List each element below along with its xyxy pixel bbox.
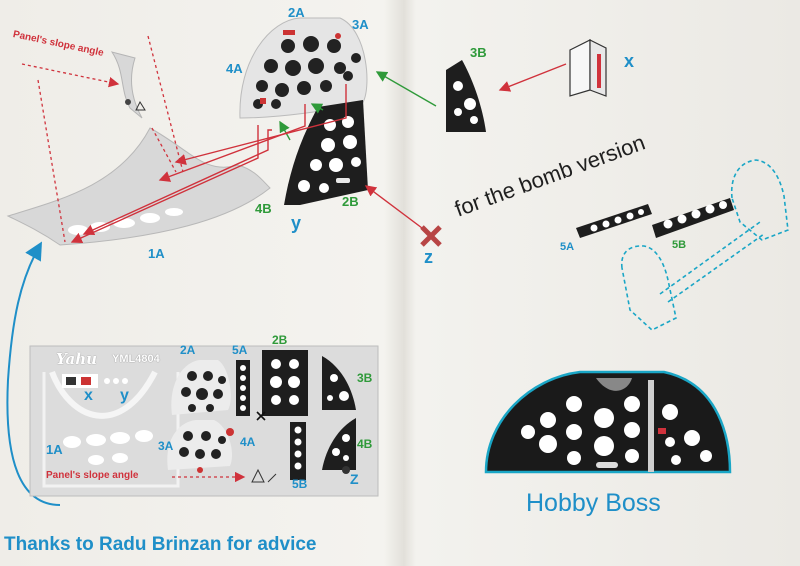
- fret-label-4a: 4A: [240, 435, 256, 449]
- label-2b: 2B: [342, 194, 359, 209]
- fret-slope-label: Panel's slope angle: [46, 470, 139, 481]
- fret-label-y: y: [120, 387, 129, 404]
- part-3b: [446, 60, 486, 132]
- fret-label-x: x: [84, 387, 93, 404]
- fret-label-2b: 2B: [272, 333, 288, 347]
- slope-guides-top: [21, 35, 184, 243]
- fret-code: YML4804: [112, 353, 160, 365]
- label-5b: 5B: [672, 239, 687, 251]
- fret-label-1a: 1A: [46, 442, 63, 457]
- fret-label-z: Z: [350, 471, 359, 487]
- label-1a: 1A: [148, 246, 165, 261]
- assembly-arrows: [70, 63, 567, 244]
- photo-etch-fret: [29, 345, 379, 497]
- label-3b: 3B: [470, 45, 487, 60]
- part-z-cross: [420, 225, 442, 247]
- fret-brand: Yahu: [56, 350, 98, 368]
- slope-angle-piece: [110, 51, 146, 119]
- hobby-boss-panel: [484, 370, 732, 474]
- label-5a: 5A: [560, 241, 575, 253]
- rudder-pedals-outline: [620, 159, 789, 331]
- label-x: x: [624, 51, 635, 71]
- instrument-plate-2a: [239, 17, 368, 119]
- fret-label-5b: 5B: [292, 477, 308, 491]
- panel-1a-base: [6, 127, 271, 246]
- label-2a: 2A: [288, 5, 305, 20]
- fret-label-4b: 4B: [357, 437, 373, 451]
- fret-label-3a: 3A: [158, 439, 174, 453]
- label-3a: 3A: [352, 17, 369, 32]
- fret-label-2a: 2A: [180, 343, 196, 357]
- kit-name: Hobby Boss: [526, 489, 661, 517]
- instrument-panel-2b: [284, 100, 368, 205]
- parts-5a-5b: [576, 198, 734, 238]
- label-4b: 4B: [255, 201, 272, 216]
- fret-label-5a: 5A: [232, 343, 248, 357]
- label-4a: 4A: [226, 61, 243, 76]
- credit-line: Thanks to Radu Brinzan for advice: [4, 534, 317, 555]
- part-x-bracket: [569, 39, 607, 97]
- label-y: y: [291, 213, 302, 233]
- label-z: z: [424, 247, 433, 267]
- fret-label-3b: 3B: [357, 371, 373, 385]
